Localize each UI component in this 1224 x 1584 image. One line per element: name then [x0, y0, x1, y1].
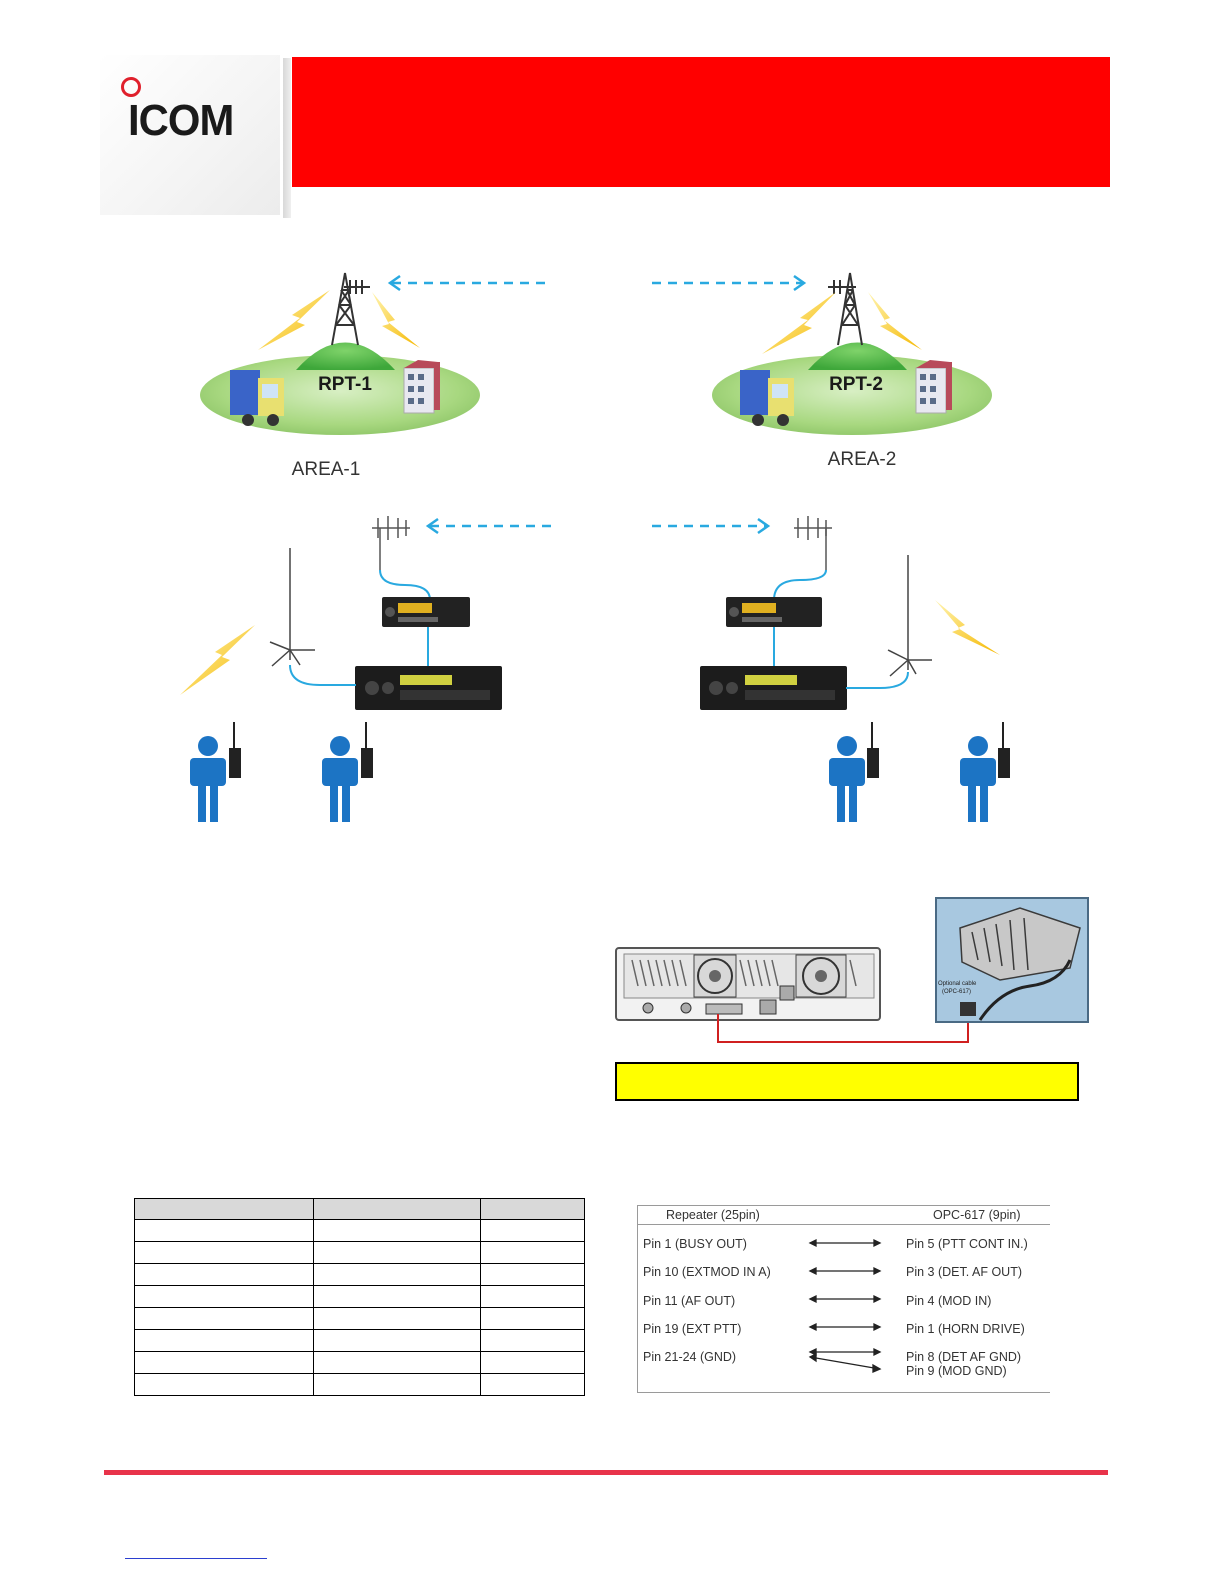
hill-2 — [808, 342, 907, 370]
logo-ring-icon — [121, 77, 141, 97]
users — [190, 722, 1010, 822]
truck-icon — [230, 370, 284, 426]
person-icon — [190, 722, 241, 822]
repeater-unit-right — [700, 666, 847, 710]
db25-connector-icon — [705, 1003, 743, 1015]
ground-plane-antenna-left-icon — [269, 548, 315, 667]
repeater-unit-left — [355, 666, 502, 710]
handheld-radio-icon — [867, 748, 879, 778]
area-1-label: AREA-1 — [292, 459, 361, 480]
handheld-radio-icon — [229, 748, 241, 778]
pin-row-right: Pin 4 (MOD IN) — [906, 1294, 992, 1308]
handheld-radio-icon — [998, 748, 1010, 778]
arrowhead-right-icon — [757, 517, 771, 535]
pin-assignment-box: Repeater (25pin) OPC-617 (9pin) Pin 1 (B… — [637, 1205, 1050, 1393]
table-row — [134, 1329, 585, 1352]
connection-illustration: Optional cable (OPC-617) — [615, 897, 1089, 1043]
opc-label: (OPC-617) — [942, 989, 971, 995]
yagi-antenna-left-icon — [372, 516, 410, 570]
mobile-radio-right — [726, 597, 822, 627]
table-header-row — [134, 1198, 585, 1220]
arrowhead-left-icon — [387, 274, 401, 292]
tower-2-icon — [828, 272, 863, 346]
spec-table — [134, 1198, 585, 1396]
header-bar — [292, 57, 1110, 187]
table-row — [134, 1351, 585, 1374]
hill-1 — [296, 342, 395, 370]
top-link-arrows — [387, 274, 807, 292]
signal-bolt-icon — [935, 600, 1000, 655]
table-row — [134, 1285, 585, 1308]
pin-row-right: Pin 3 (DET. AF OUT) — [906, 1265, 1022, 1279]
yagi-antenna-right-icon — [794, 516, 832, 570]
area-1-group: RPT-1 AREA-1 — [200, 272, 480, 480]
person-icon — [829, 722, 879, 822]
tower-1-icon — [331, 272, 370, 346]
repeater-rear-panel — [615, 947, 881, 1021]
building-icon — [915, 360, 952, 414]
ground-plane-antenna-right-icon — [887, 555, 932, 677]
connection-cable — [717, 1014, 969, 1043]
person-icon — [960, 722, 1010, 822]
pin-header-right: OPC-617 (9pin) — [933, 1208, 1021, 1222]
truck-icon — [740, 370, 794, 426]
pin-row-right: Pin 8 (DET AF GND) — [906, 1350, 1022, 1364]
pin-arrows — [808, 1238, 882, 1373]
table-row — [134, 1263, 585, 1286]
signal-bolt-icon — [180, 625, 255, 695]
brand-logo: ICOM — [128, 96, 234, 145]
pin-row-left: Pin 11 (AF OUT) — [643, 1294, 736, 1308]
mobile-install-photo: Optional cable (OPC-617) — [935, 897, 1089, 1023]
middle-link-arrows — [425, 517, 771, 535]
handheld-radio-icon — [361, 748, 373, 778]
signal-bolt-icon — [762, 292, 836, 354]
highlight-box — [615, 1062, 1079, 1101]
left-station — [180, 516, 502, 710]
table-row — [134, 1307, 585, 1330]
footer-link-underline[interactable] — [125, 1558, 267, 1559]
pin-row-left: Pin 1 (BUSY OUT) — [643, 1237, 747, 1251]
signal-bolt-icon — [372, 292, 420, 348]
mobile-radio-left — [382, 597, 470, 627]
area-2-group: RPT-2 AREA-2 — [712, 272, 992, 470]
pin-row-right: Pin 9 (MOD GND) — [906, 1364, 1007, 1378]
optional-cable-label: Optional cable — [938, 981, 977, 987]
table-row — [134, 1219, 585, 1242]
footer-rule — [104, 1470, 1108, 1475]
pin-header-divider — [638, 1224, 1050, 1225]
pin-row-left: Pin 10 (EXTMOD IN A) — [643, 1265, 771, 1279]
signal-bolt-icon — [868, 292, 922, 350]
signal-bolt-icon — [258, 290, 330, 350]
arrowhead-left-icon — [425, 517, 439, 535]
repeater-2-label: RPT-2 — [829, 374, 883, 395]
header-shadow — [283, 58, 291, 218]
right-station — [700, 516, 1000, 710]
arrowhead-right-icon — [793, 274, 807, 292]
table-row — [134, 1373, 585, 1396]
network-diagram: RPT-1 AREA-1 — [180, 272, 1010, 822]
pin-row-left: Pin 19 (EXT PTT) — [643, 1322, 742, 1336]
repeater-1-label: RPT-1 — [318, 374, 372, 395]
building-icon — [403, 360, 440, 414]
person-icon — [322, 722, 373, 822]
pin-row-left: Pin 21-24 (GND) — [643, 1350, 737, 1364]
table-row — [134, 1241, 585, 1264]
pin-row-right: Pin 1 (HORN DRIVE) — [906, 1322, 1025, 1336]
pin-header-left: Repeater (25pin) — [666, 1208, 760, 1222]
pin-row-right: Pin 5 (PTT CONT IN.) — [906, 1237, 1028, 1251]
area-2-label: AREA-2 — [828, 449, 897, 470]
